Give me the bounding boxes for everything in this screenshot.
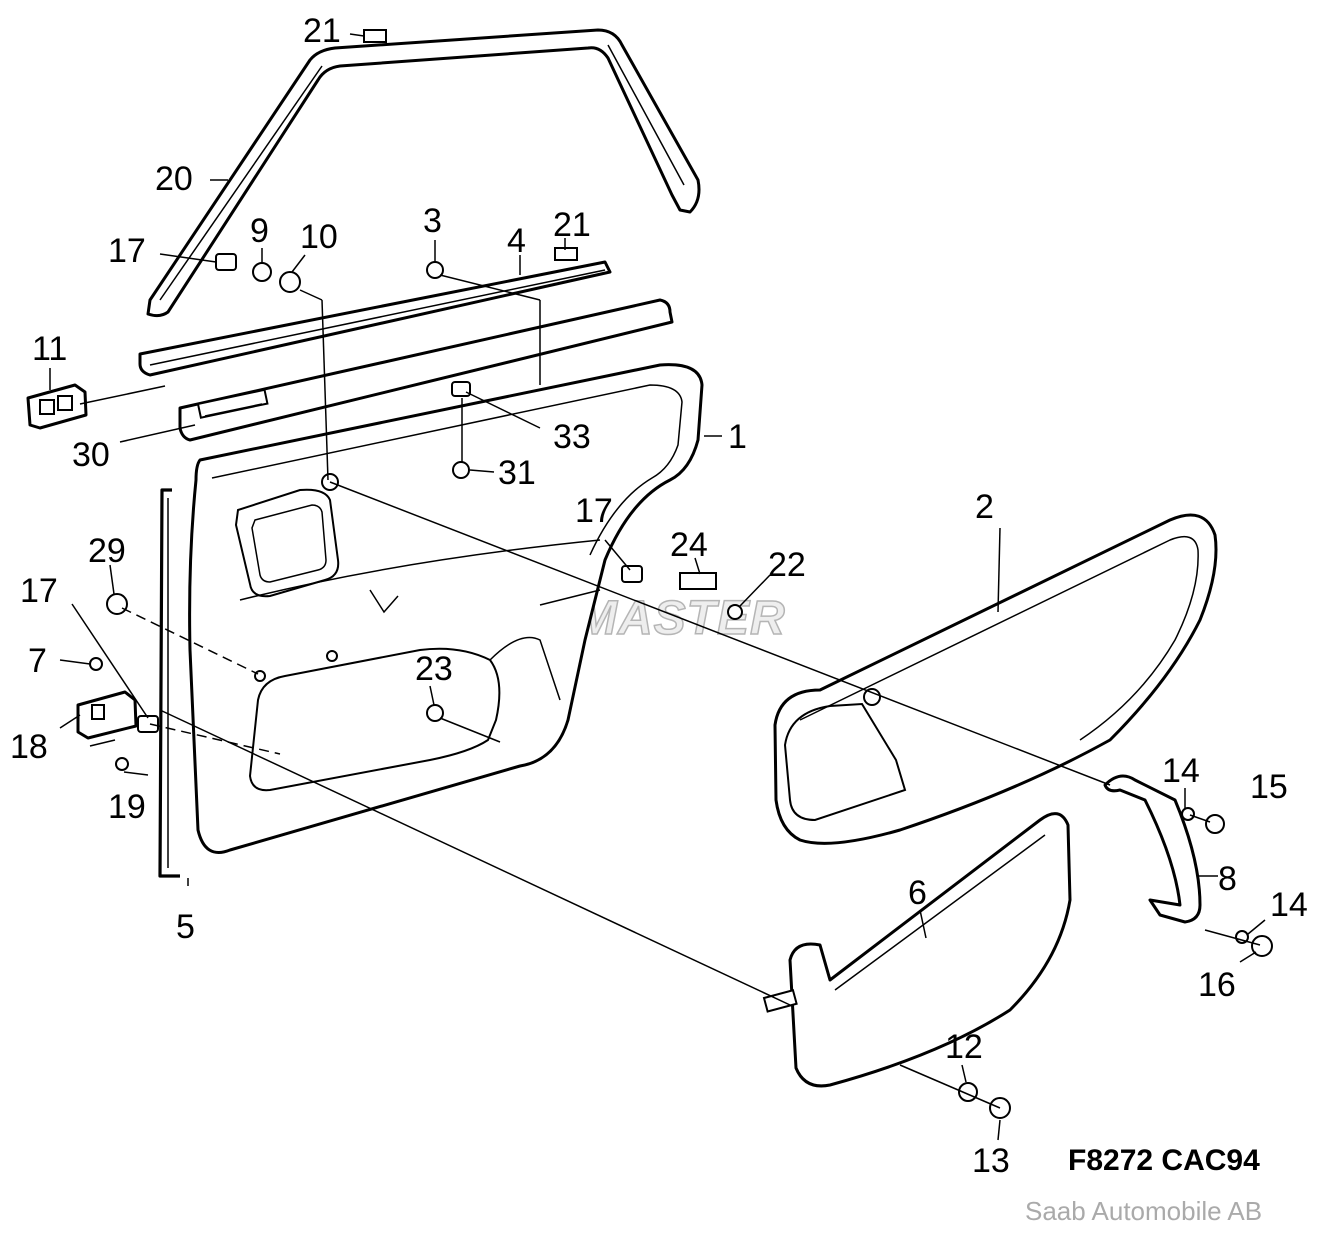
callout-31: 31 bbox=[498, 454, 536, 492]
callout-14-upper: 14 bbox=[1162, 752, 1200, 790]
part-20-window-trim bbox=[146, 28, 701, 318]
callout-19: 19 bbox=[108, 788, 146, 826]
part-11-lock-bezel bbox=[26, 383, 88, 430]
callout-labels: 21 20 17 9 10 3 4 21 11 30 33 1 31 17 2 … bbox=[10, 12, 1308, 1180]
callout-23: 23 bbox=[415, 650, 453, 688]
callout-5: 5 bbox=[176, 908, 195, 946]
part-8-handle-bracket bbox=[1103, 774, 1202, 924]
part-30-upper-trim bbox=[178, 298, 674, 442]
callout-21-top: 21 bbox=[303, 12, 341, 50]
callout-8: 8 bbox=[1218, 860, 1237, 898]
fasteners bbox=[89, 29, 1273, 1119]
figure-code: F8272 CAC94 bbox=[1068, 1144, 1260, 1177]
callout-12: 12 bbox=[945, 1028, 983, 1066]
copyright-notice: Saab Automobile AB bbox=[1025, 1196, 1262, 1226]
callout-17-left: 17 bbox=[20, 572, 58, 610]
callout-24: 24 bbox=[670, 526, 708, 564]
callout-13: 13 bbox=[972, 1142, 1010, 1180]
callout-4: 4 bbox=[507, 222, 526, 260]
callout-17-upper: 17 bbox=[108, 232, 146, 270]
callout-14-lower: 14 bbox=[1270, 886, 1308, 924]
leader-lines bbox=[49, 33, 1266, 1141]
callout-29: 29 bbox=[88, 532, 126, 570]
callout-22: 22 bbox=[768, 546, 806, 584]
part-2-armrest-trim bbox=[773, 513, 1218, 845]
part-18-hinge-cover bbox=[76, 690, 138, 740]
part-6-lower-pull bbox=[762, 812, 1072, 1088]
callout-6: 6 bbox=[908, 874, 927, 912]
callout-1: 1 bbox=[728, 418, 747, 456]
callout-16: 16 bbox=[1198, 966, 1236, 1004]
callout-30: 30 bbox=[72, 436, 110, 474]
part-4-belt-strip bbox=[138, 260, 612, 377]
callout-11: 11 bbox=[32, 330, 67, 368]
callout-33: 33 bbox=[553, 418, 591, 456]
callout-7: 7 bbox=[28, 642, 47, 680]
callout-10: 10 bbox=[300, 218, 338, 256]
callout-17-mid: 17 bbox=[575, 492, 613, 530]
callout-18: 18 bbox=[10, 728, 48, 766]
part-1-door-panel bbox=[188, 363, 704, 854]
callout-9: 9 bbox=[250, 212, 269, 250]
callout-3: 3 bbox=[423, 202, 442, 240]
callout-15: 15 bbox=[1250, 768, 1288, 806]
part-5-edge-seal bbox=[158, 488, 180, 878]
callout-20: 20 bbox=[155, 160, 193, 198]
callout-2: 2 bbox=[975, 488, 994, 526]
callout-21-mid: 21 bbox=[553, 206, 591, 244]
